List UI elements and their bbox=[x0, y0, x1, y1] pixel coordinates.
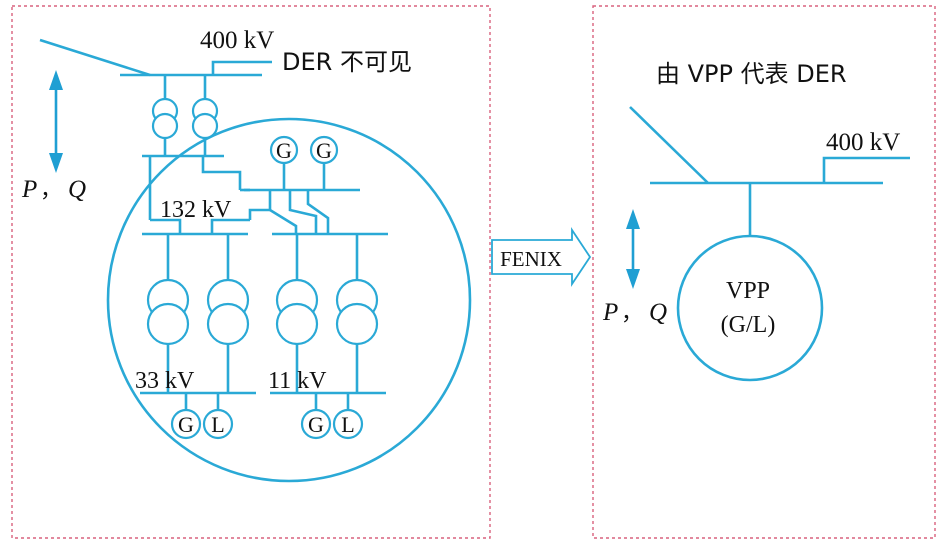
der-invisible-label: DER 不可见 bbox=[282, 48, 412, 76]
der-load-33kv-letter: L bbox=[211, 412, 224, 437]
der-load-11kv bbox=[332, 408, 364, 440]
generator-2 bbox=[309, 135, 339, 165]
left-bus-400-label: 400 kV bbox=[200, 27, 274, 54]
right-pq-sep: ， bbox=[621, 301, 643, 326]
generator-2-letter: G bbox=[316, 138, 332, 163]
vpp-sublabel: (G/L) bbox=[721, 312, 776, 338]
vpp-circle bbox=[676, 234, 824, 382]
der-generator-11kv bbox=[300, 408, 332, 440]
bus-400kv-tap bbox=[211, 60, 272, 75]
left-pq-sep: ， bbox=[40, 178, 62, 203]
right-bus-400-label: 400 kV bbox=[826, 129, 900, 156]
left-pq-p: P bbox=[21, 176, 37, 203]
incoming-line bbox=[39, 38, 151, 77]
generator-1-letter: G bbox=[276, 138, 292, 163]
der-load-11kv-letter: L bbox=[341, 412, 354, 437]
der-load-33kv bbox=[202, 408, 234, 440]
left-panel-frame bbox=[11, 5, 491, 539]
right-bus-400kv-tap bbox=[822, 156, 910, 183]
vpp-label: VPP bbox=[726, 278, 770, 304]
right-panel-title: 由 VPP 代表 DER bbox=[656, 60, 847, 88]
right-pq-q: Q bbox=[649, 299, 667, 326]
right-network bbox=[629, 106, 910, 382]
right-incoming-line bbox=[629, 106, 709, 184]
generator-1 bbox=[269, 135, 299, 165]
left-network bbox=[39, 38, 472, 483]
right-panel-frame bbox=[592, 5, 936, 539]
der-generator-33kv-letter: G bbox=[178, 412, 194, 437]
fenix-label: FENIX bbox=[500, 247, 562, 271]
right-pq-double-arrow bbox=[626, 209, 640, 289]
bus-11-label: 11 kV bbox=[268, 368, 327, 394]
left-pq-q: Q bbox=[68, 176, 86, 203]
der-network-circle bbox=[106, 117, 472, 483]
bus-33-label: 33 kV bbox=[135, 368, 195, 394]
der-generator-11kv-letter: G bbox=[308, 412, 324, 437]
der-generator-33kv bbox=[170, 408, 202, 440]
right-pq-p: P bbox=[602, 299, 618, 326]
bus-132-label: 132 kV bbox=[160, 197, 232, 223]
fenix-arrow bbox=[491, 227, 592, 287]
left-pq-double-arrow bbox=[49, 70, 63, 173]
